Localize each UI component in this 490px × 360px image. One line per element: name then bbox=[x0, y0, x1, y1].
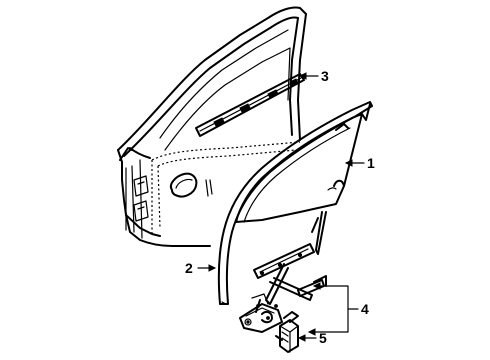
weatherstrip-part-3 bbox=[195, 73, 305, 137]
door-shell bbox=[117, 6, 307, 247]
callout-4: 4 bbox=[361, 301, 369, 317]
callout-3: 3 bbox=[321, 68, 329, 84]
regulator-motor-part-5 bbox=[275, 311, 299, 353]
window-regulator-part-4 bbox=[239, 243, 327, 333]
run-channel-part-2 bbox=[217, 101, 373, 305]
callout-1: 1 bbox=[367, 155, 375, 171]
callout-leaders bbox=[197, 72, 365, 342]
callout-5: 5 bbox=[319, 330, 327, 346]
callout-2: 2 bbox=[185, 260, 193, 276]
